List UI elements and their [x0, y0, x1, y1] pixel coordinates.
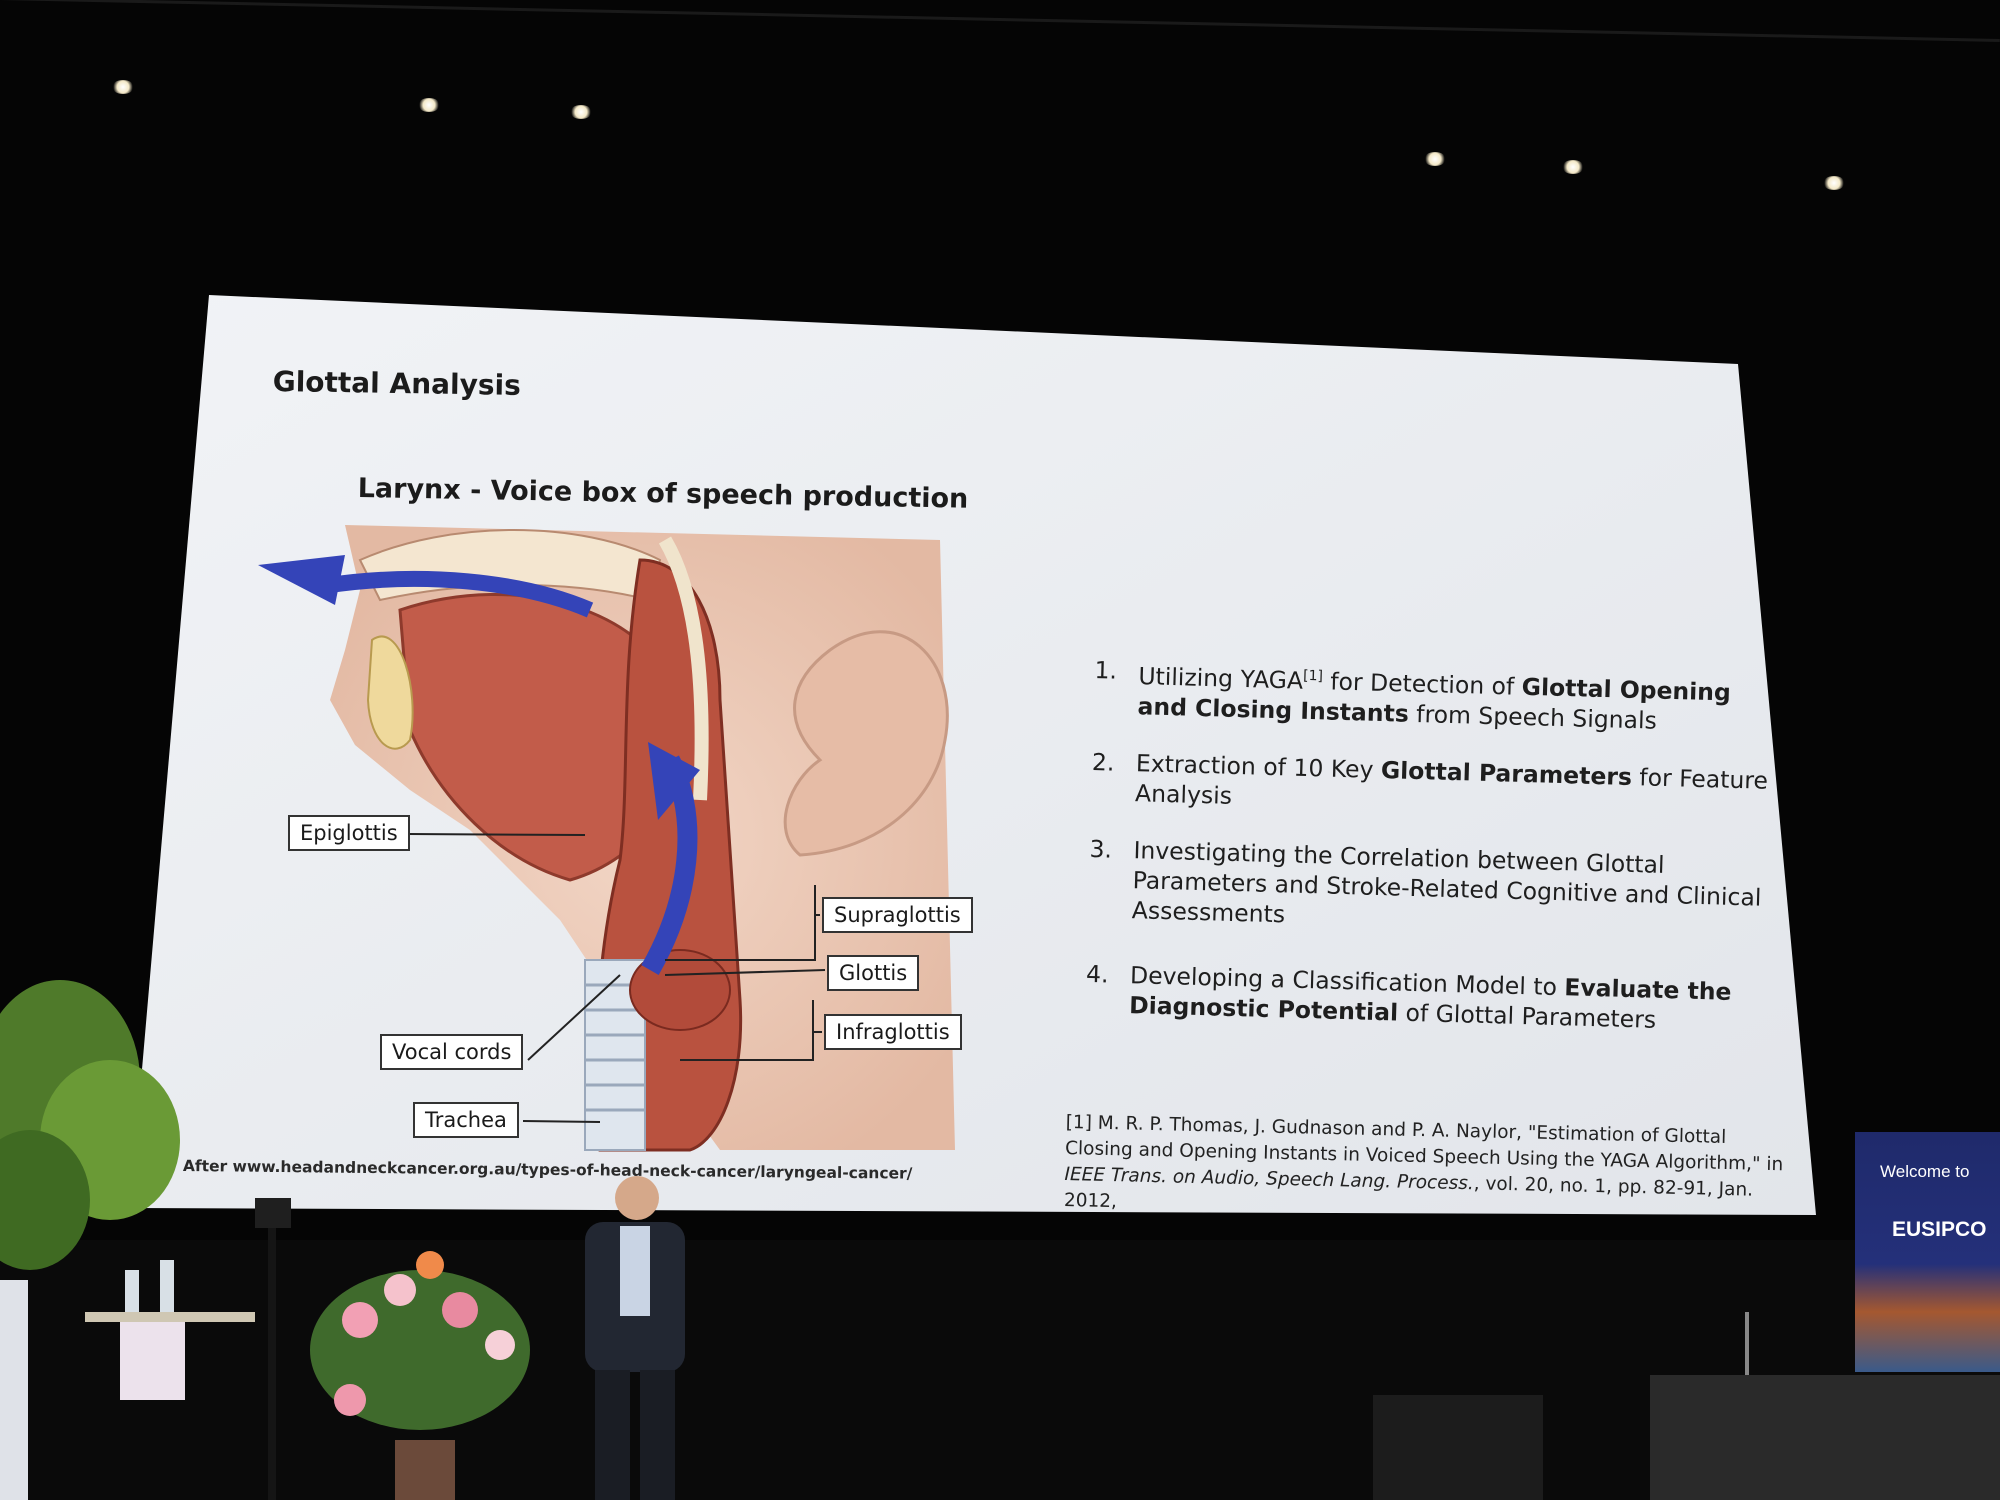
label-supraglottis: Supraglottis	[822, 897, 973, 933]
stage-light	[418, 98, 440, 112]
flower-arrangement	[310, 1251, 530, 1500]
label-infraglottis: Infraglottis	[824, 1014, 962, 1050]
airflow-arrow-out	[328, 571, 594, 618]
stage-light	[1823, 176, 1845, 190]
camera	[255, 1198, 291, 1228]
conference-banner	[1855, 1132, 2000, 1372]
ear	[783, 630, 949, 857]
speaker	[585, 1176, 685, 1500]
stage-light	[1562, 160, 1584, 174]
stage-light	[1424, 152, 1446, 166]
label-trachea: Trachea	[413, 1102, 519, 1138]
banner-welcome: Welcome to	[1880, 1162, 1970, 1181]
spine	[658, 536, 709, 801]
banner-logo: EUSIPCO	[1892, 1218, 1987, 1241]
airflow-arrowhead-up	[648, 742, 700, 820]
stage-light	[112, 80, 134, 94]
microphone	[1745, 1312, 1749, 1375]
camera-tripod	[268, 1228, 276, 1500]
water-bottle	[125, 1270, 139, 1312]
airflow-arrowhead-out	[258, 555, 345, 605]
side-table	[120, 1320, 185, 1400]
lectern	[0, 1280, 28, 1500]
panel-table	[1650, 1375, 2000, 1500]
larynx-illustration	[258, 525, 955, 1152]
water-bottle	[160, 1260, 174, 1312]
label-epiglottis: Epiglottis	[288, 815, 410, 851]
jaw-bone	[366, 635, 414, 750]
stage-monitor	[1373, 1395, 1543, 1500]
label-vocal-cords: Vocal cords	[380, 1034, 524, 1070]
plant	[0, 980, 180, 1270]
tray	[85, 1312, 255, 1322]
stage-light	[570, 105, 592, 119]
label-glottis: Glottis	[827, 955, 920, 991]
